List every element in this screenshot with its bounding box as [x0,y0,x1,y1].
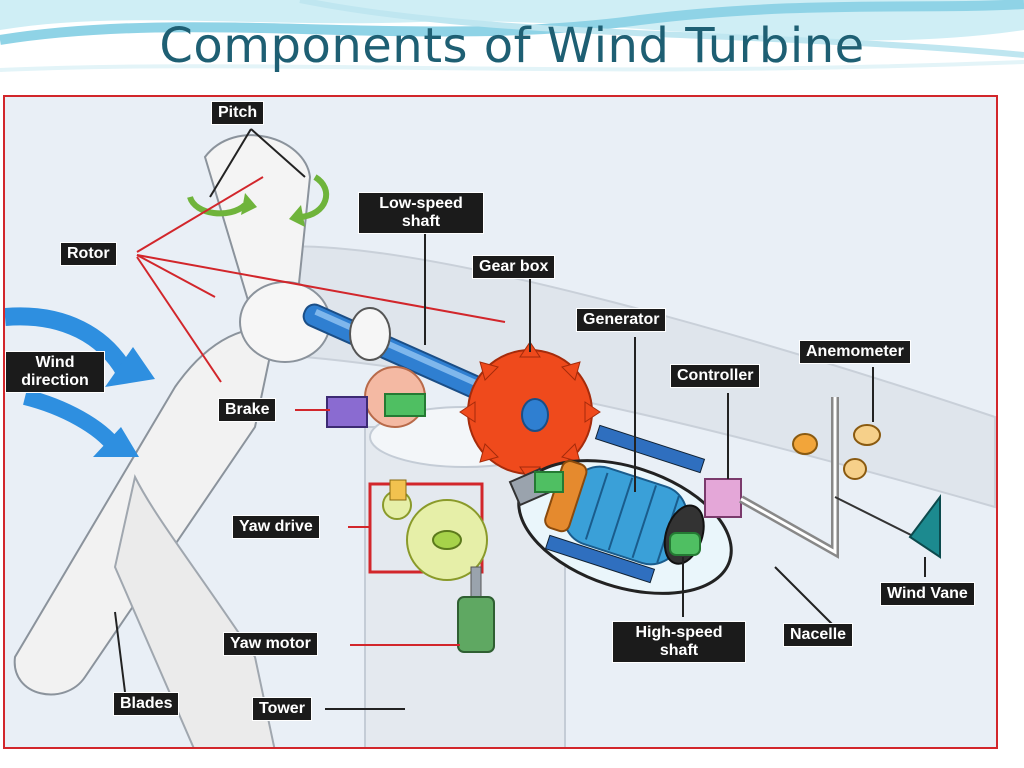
shaft-bearing [349,307,391,361]
yaw-motor-shaft [470,566,482,598]
wind-arrow-icon [5,307,155,457]
label-wind-vane: Wind Vane [880,582,975,606]
stator-bottom [544,534,656,584]
slide-header: Components of Wind Turbine [0,0,1024,95]
component-leader-lines [114,128,926,710]
label-yaw-drive: Yaw drive [232,515,320,539]
label-brake: Brake [218,398,277,422]
turbine-illustration [5,128,996,747]
label-rotor: Rotor [60,242,117,266]
label-pitch: Pitch [211,101,265,125]
anemometer-cup [853,424,881,446]
yaw-motor-graphic [457,596,495,653]
label-tower: Tower [252,697,312,721]
header-swoosh-graphic [0,0,1024,72]
label-blades: Blades [113,692,180,716]
brake-caliper [326,396,368,428]
label-high-speed-shaft: High-speed shaft [612,621,746,663]
rotor-leader-lines [136,176,506,383]
label-gear-box: Gear box [472,255,556,279]
high-speed-shaft-graphic [669,532,701,556]
slide-title: Components of Wind Turbine [159,18,865,74]
anemometer-cup [792,433,818,455]
label-controller: Controller [670,364,761,388]
coupling-shaft [534,471,564,493]
label-low-speed-shaft: Low-speed shaft [358,192,484,234]
stator-top [594,424,706,474]
anemometer-cup [843,458,867,480]
wind-vane-fin [908,494,941,559]
wind-vane-arm [834,496,916,538]
brake-shaft [384,393,426,417]
controller-box [704,478,742,518]
label-nacelle: Nacelle [783,623,854,647]
label-wind-direction: Wind direction [5,351,105,393]
label-anemometer: Anemometer [799,340,911,364]
turbine-diagram: Pitch Rotor Low-speed shaft Gear box Gen… [3,95,998,749]
label-generator: Generator [576,308,667,332]
pitch-arrow-icon [187,174,329,227]
label-yaw-motor: Yaw motor [223,632,318,656]
